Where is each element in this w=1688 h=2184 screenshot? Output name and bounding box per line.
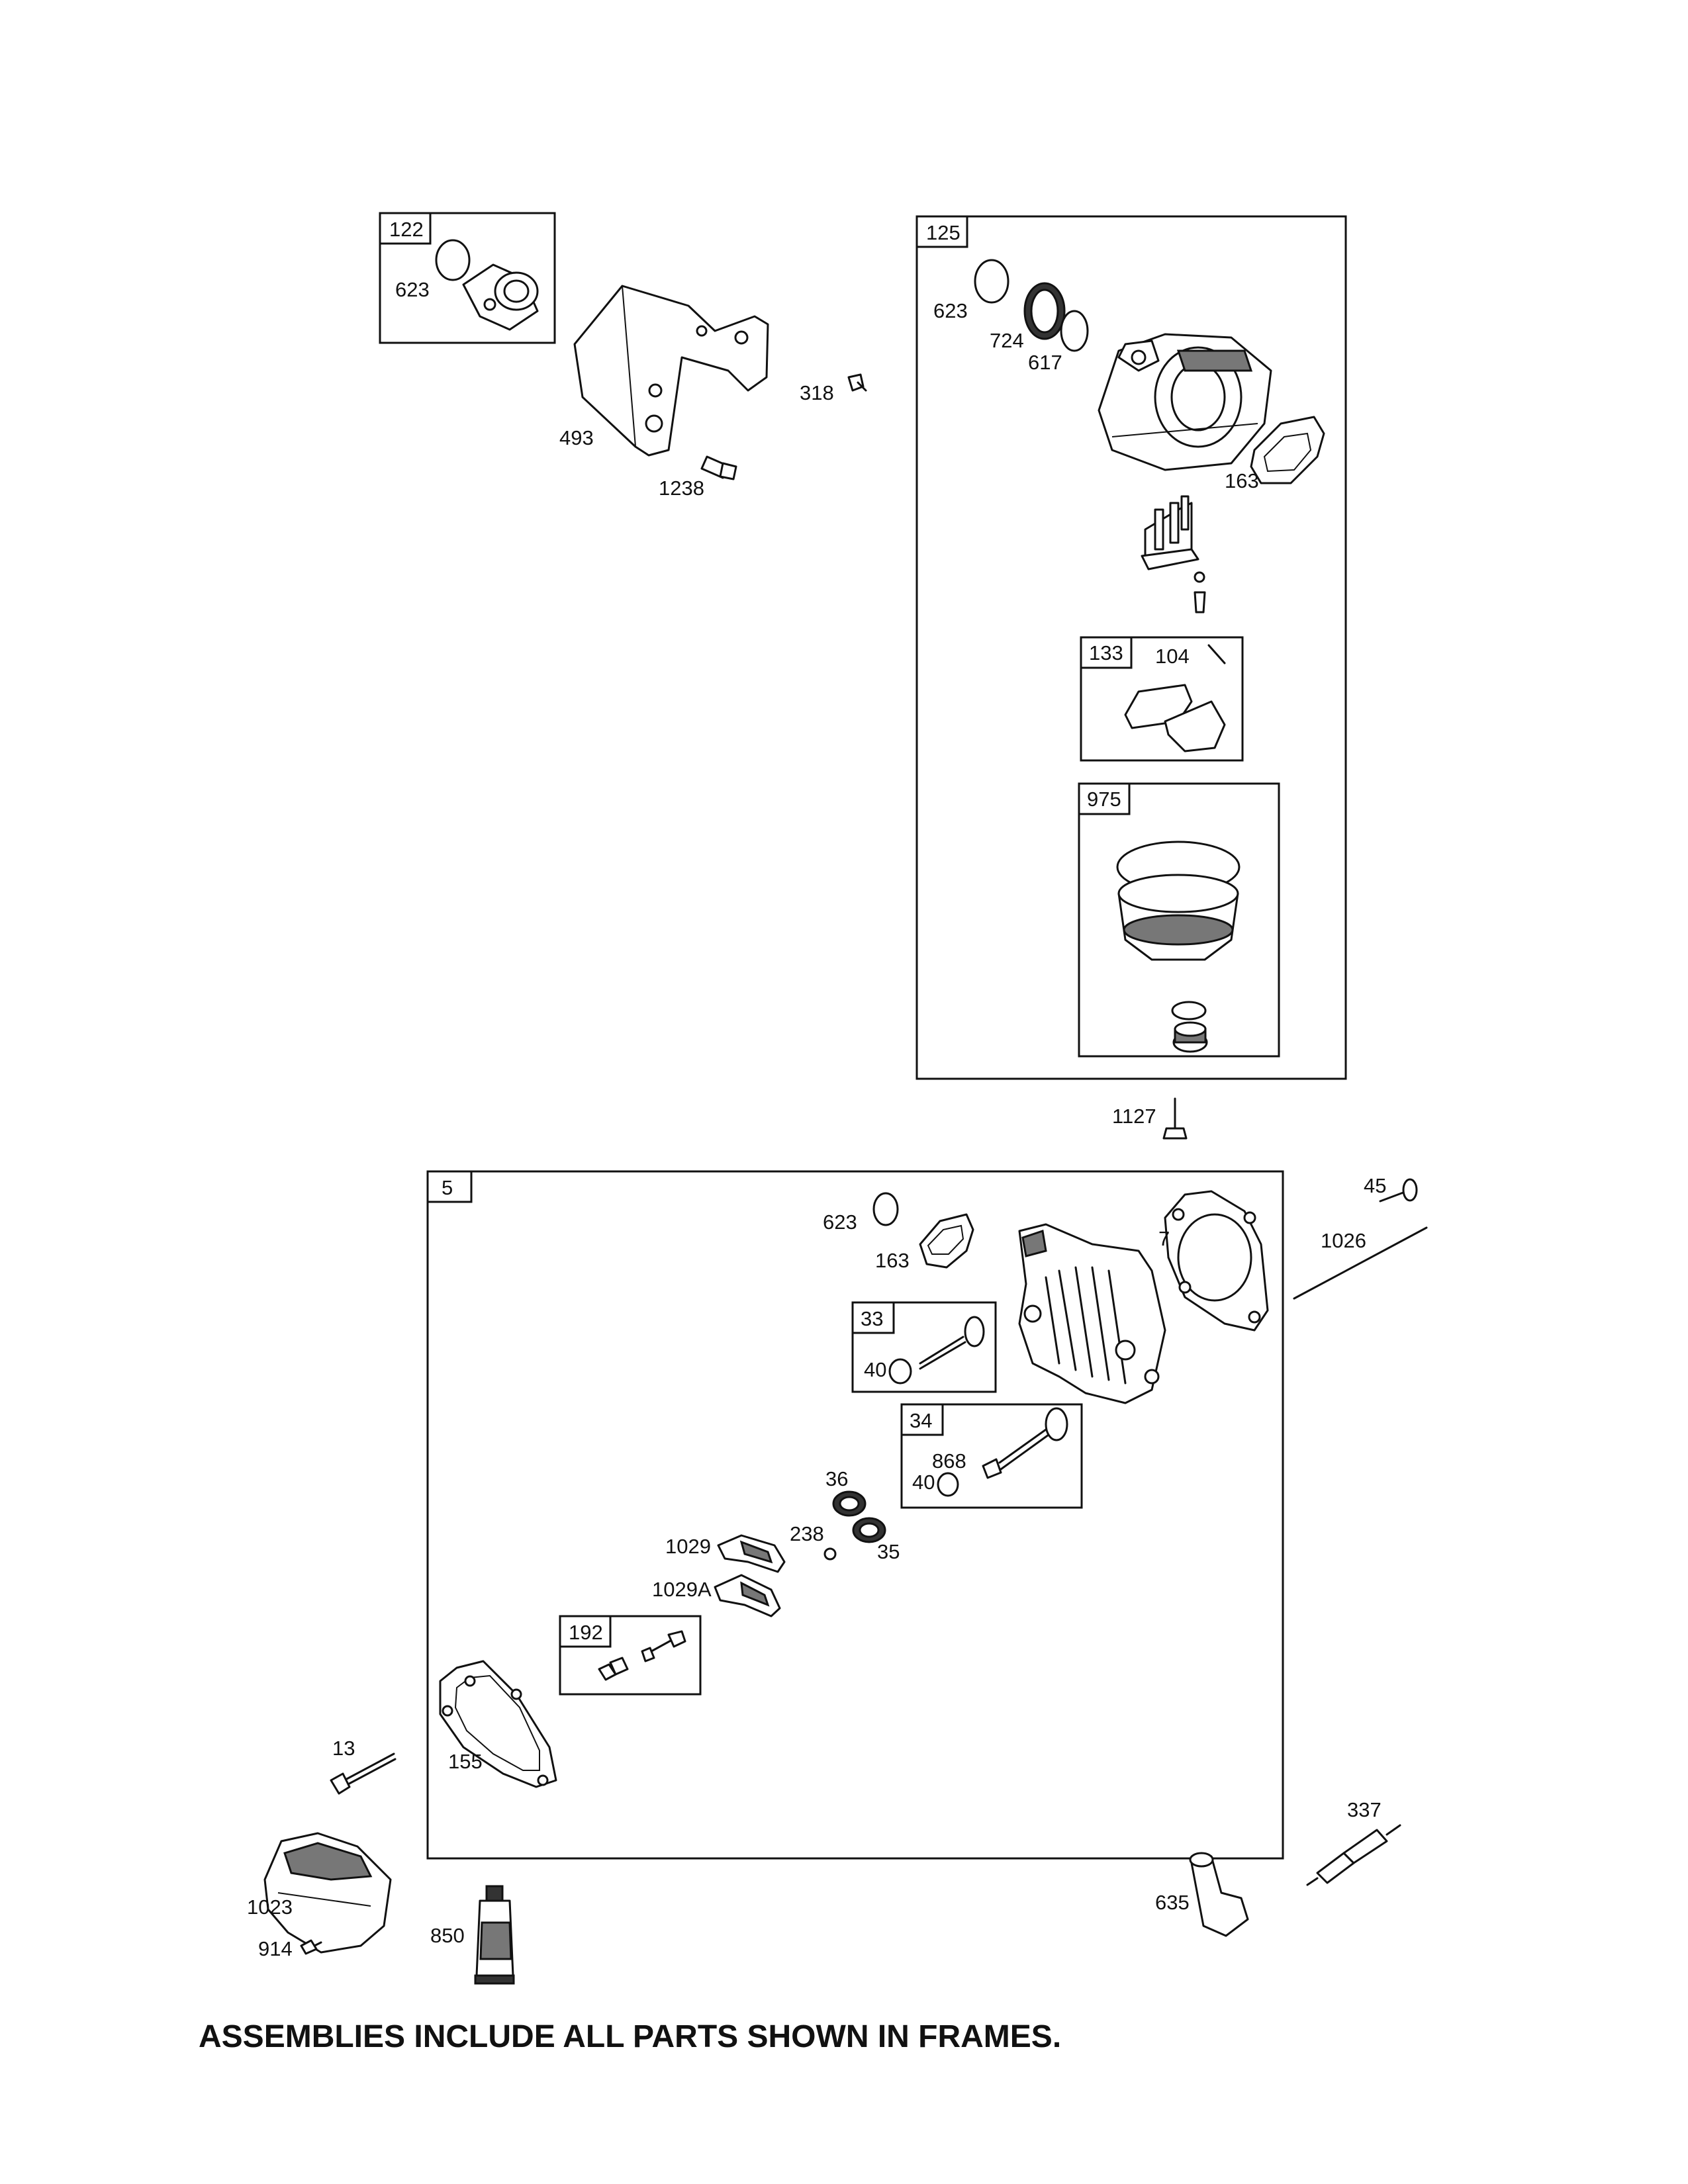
frame-192: 192 [559,1615,702,1696]
o-ring-623-c-part [872,1192,899,1226]
frame-192-label: 192 [569,1621,603,1644]
callout-104: 104 [1155,645,1190,668]
callout-1023: 1023 [247,1895,293,1919]
callout-635: 635 [1155,1891,1190,1914]
callout-1238: 1238 [659,477,704,500]
bolt-1238-part [700,455,737,480]
callout-1026: 1026 [1321,1229,1366,1252]
frame-33-label: 33 [861,1307,883,1330]
bowl-o-ring-part [1171,1001,1207,1021]
screw-45-part [1379,1178,1418,1203]
callout-36: 36 [825,1467,848,1490]
callout-155: 155 [448,1750,483,1773]
callout-7: 7 [1158,1227,1170,1250]
float-part [1124,684,1226,752]
frame-133: 133 [1080,636,1244,762]
callout-623-c: 623 [823,1210,857,1234]
callout-163-b: 163 [875,1249,910,1272]
cylinder-head-part [1018,1223,1166,1404]
gasket-163-b-part [919,1213,974,1269]
callout-1029a: 1029A [652,1578,712,1601]
valve-spring-35-part [852,1517,886,1543]
rocker-cover-gasket-155-part [439,1660,557,1788]
callout-724: 724 [990,329,1024,352]
exhaust-valve-part [998,1407,1068,1471]
spark-plug-337-part [1306,1824,1401,1886]
adjust-nut-part [598,1657,629,1681]
o-ring-623-part [435,239,471,281]
retainer-238-part [823,1547,837,1561]
rocker-arm-1029a-part [714,1574,781,1617]
sealant-tube-850-part [474,1885,515,1985]
callout-35: 35 [877,1540,900,1563]
seal-724-part [1023,282,1066,340]
frame-975-label: 975 [1087,788,1121,811]
bracket-493-part [573,285,769,457]
bowl-nut-part [1172,1021,1208,1053]
valve-seal-40-b-part [937,1472,959,1497]
frame-122: 122 [379,212,556,344]
frame-34: 34 [900,1403,1083,1509]
gasket-163-a-part [1250,416,1325,484]
float-bowl-part [1117,874,1239,961]
callout-337: 337 [1347,1798,1382,1821]
frame-125: 125 623 724 617 163 [915,215,1347,1080]
float-assembly-part [1141,495,1199,570]
callout-850: 850 [430,1924,465,1947]
head-gasket-7-part [1164,1190,1269,1332]
frame-5-label: 5 [442,1176,453,1199]
callout-914: 914 [258,1937,293,1960]
needle-part [1194,591,1206,614]
intake-valve-part [919,1316,985,1370]
callout-623-a: 623 [395,278,430,301]
frame-5: 5 623 163 7 [426,1170,1284,1860]
frame-34-label: 34 [910,1409,932,1432]
callout-617: 617 [1028,351,1062,374]
callout-163-a: 163 [1225,469,1259,492]
rocker-arm-1029-part [717,1534,786,1573]
spark-plug-boot-635-part [1189,1852,1249,1937]
rocker-stud-part [641,1630,686,1662]
carburetor-body-part [1098,333,1272,471]
screw-1127-part [1162,1097,1188,1140]
assemblies-footer-note: ASSEMBLIES INCLUDE ALL PARTS SHOWN IN FR… [199,2019,1062,2054]
callout-1029: 1029 [665,1535,711,1558]
callout-13: 13 [332,1737,355,1760]
bolt-13-part [330,1752,397,1795]
pin-104-part [1207,644,1226,664]
callout-318: 318 [800,381,834,404]
frame-33: 33 [851,1301,997,1393]
callout-868: 868 [932,1449,966,1473]
callout-40-a: 40 [864,1358,886,1381]
o-ring-617-part [1060,310,1089,352]
valve-seal-40-a-part [888,1358,912,1385]
callout-45: 45 [1364,1174,1386,1197]
frame-125-label: 125 [926,221,961,244]
callout-1127: 1127 [1112,1105,1156,1128]
screw-318-part [847,373,867,392]
callout-623-b: 623 [933,299,968,322]
callout-238: 238 [790,1522,824,1545]
frame-975: 975 [1078,782,1280,1058]
callout-40-b: 40 [912,1471,935,1494]
valve-spring-36-part [832,1490,867,1517]
dipstick-tube-1026-part [1293,1226,1428,1300]
rocker-cover-1023-part [263,1832,392,1954]
o-ring-623-b-part [974,259,1009,304]
screw-914-part [300,1939,322,1955]
frame-133-label: 133 [1089,641,1123,664]
rotator-868-part [982,1458,1002,1479]
callout-493: 493 [559,426,594,449]
intake-elbow-part [462,263,539,331]
frame-122-label: 122 [389,218,424,241]
clip-part [1194,571,1205,583]
